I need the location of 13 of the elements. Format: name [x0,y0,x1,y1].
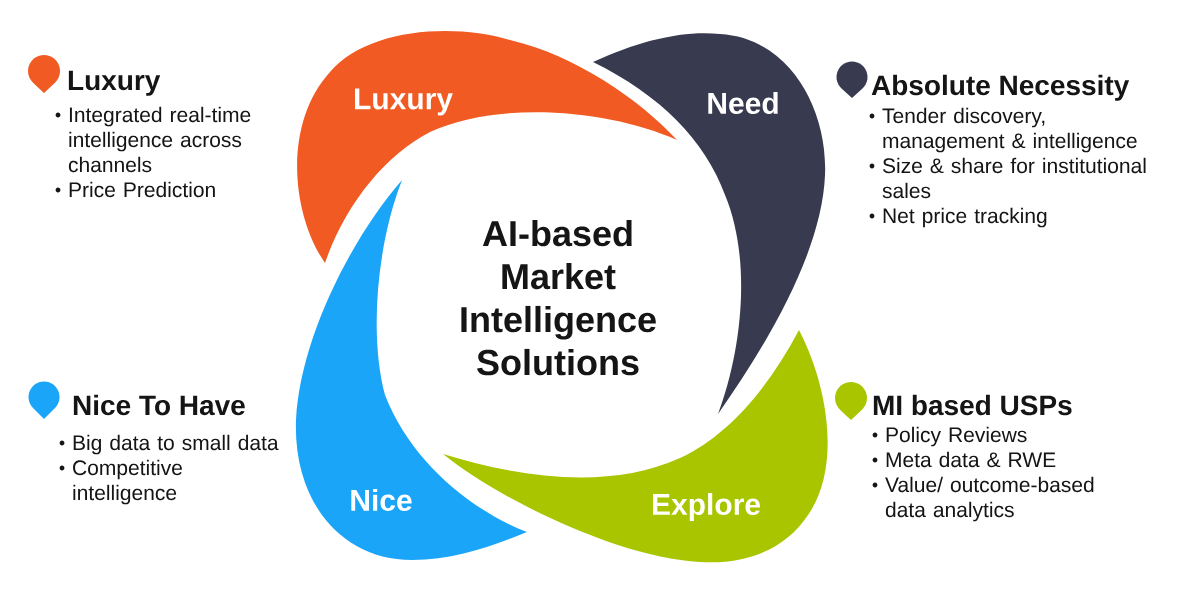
bullet-text: Competitive intelligence [73,459,182,505]
section-heading: Absolute Necessity [871,74,1130,101]
bullet-text: Policy Reviews [886,426,1027,447]
bullet-text: Size & share for institutional sales [882,157,1146,199]
bullet-text: Meta data & RWE [886,451,1056,468]
bullet-text: Value/ outcome-based data analytics [885,476,1094,522]
bullet-text: Net price tracking [883,207,1047,228]
section-heading: Nice To Have [73,394,245,416]
section-heading: MI based USPs [873,394,1072,416]
section-heading: Luxury [68,70,161,96]
bullet-text: Price Prediction [69,181,215,198]
bullet-text: Integrated real-time intelligence across channels [68,106,251,173]
bullet-text: Tender discovery, management & intelligence [882,107,1137,153]
